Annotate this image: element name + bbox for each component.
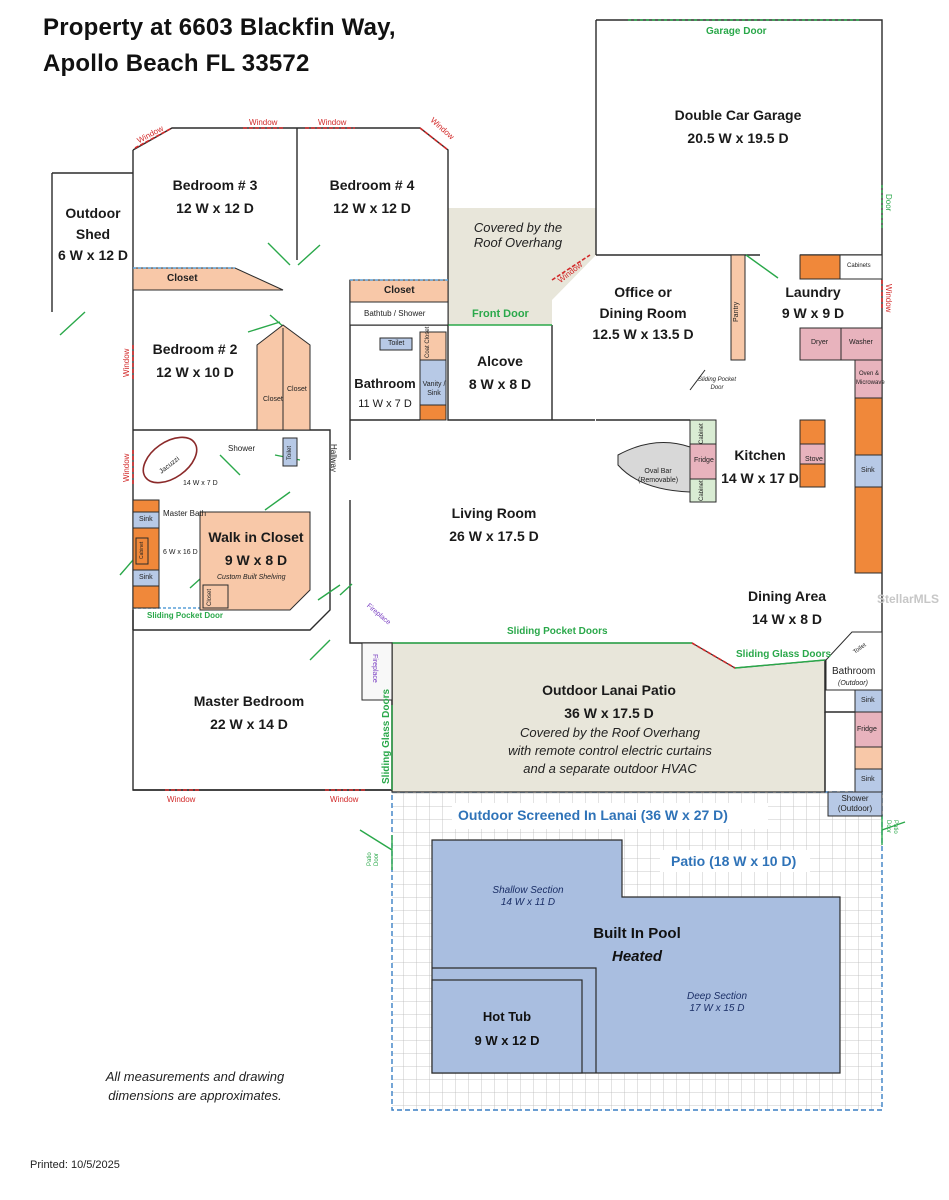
bathtub-label: Bathtub / Shower [364, 309, 426, 318]
hot-tub-shape [431, 979, 583, 1074]
cabinet-label: Cabinet [699, 423, 705, 444]
washer-label: Washer [849, 339, 873, 346]
sink-label: Sink [861, 467, 875, 474]
outdoor-label: (Outdoor) [838, 680, 868, 687]
sink-label: Sink [139, 574, 153, 581]
oven-microwave-label: Oven & Microwave [856, 371, 885, 386]
property-title-line2: Apollo Beach FL 33572 [43, 50, 310, 77]
outdoor-shed-label: Outdoor Shed 6 W x 12 D [57, 205, 129, 263]
master-bath-dim2-label: 6 W x 16 D [163, 549, 198, 556]
fireplace-side-label: Fireplace [371, 654, 378, 683]
closet-bed2-right-label: Closet [287, 386, 307, 393]
window-label: Window [122, 453, 131, 482]
sliding-glass-doors-label: Sliding Glass Doors [736, 649, 832, 660]
property-title-line1: Property at 6603 Blackfin Way, [43, 14, 396, 41]
custom-shelving-label: Custom Built Shelving [217, 574, 286, 581]
small-closet-label: Closet [207, 588, 213, 606]
pantry-label: Pantry [733, 301, 740, 322]
window-label: Window [330, 795, 359, 804]
dryer-label: Dryer [811, 339, 829, 346]
hallway-label: Hallway [329, 444, 338, 473]
sink-outdoor-label: Sink [861, 697, 875, 704]
stellarmls-watermark: StellarMLS [877, 592, 940, 606]
fridge-outdoor-label: Fridge [857, 726, 877, 733]
window-label: Window [167, 795, 196, 804]
patio-label: Patio (18 W x 10 D) [671, 853, 797, 869]
covered-overhang-area [448, 208, 596, 325]
fridge-label: Fridge [694, 457, 714, 464]
cabinet-label: Cabinet [699, 480, 705, 501]
printed-date: Printed: 10/5/2025 [30, 1159, 120, 1171]
front-door-label: Front Door [472, 308, 529, 320]
stove-label: Stove [805, 456, 823, 463]
shower-label: Shower [228, 444, 256, 453]
bathroom-outdoor-label: Bathroom [832, 666, 876, 677]
door-label: Door [884, 194, 893, 212]
sink-label: Sink [139, 516, 153, 523]
screened-lanai-label: Outdoor Screened In Lanai (36 W x 27 D) [458, 807, 728, 823]
toilet-mb-label: Toilet [287, 445, 293, 460]
patio-door-right-label: Patio Door [885, 820, 898, 834]
garage-door-label: Garage Door [706, 26, 767, 37]
sliding-pocket-door-kitchen-label: Sliding Pocket Door [697, 377, 737, 391]
window-label: Window [318, 118, 347, 127]
master-bath-dim-label: 14 W x 7 D [183, 480, 218, 487]
oval-bar-label: Oval Bar(Removable) [638, 468, 679, 484]
sliding-pocket-door-label: Sliding Pocket Door [147, 611, 224, 620]
closet-label: Closet [384, 285, 415, 296]
coat-closet-label: Coat Closet [425, 326, 431, 358]
window-label: Window [249, 118, 278, 127]
master-bath-label: Master Bath [163, 509, 207, 518]
window-label: Window [884, 284, 893, 313]
sliding-pocket-doors-label: Sliding Pocket Doors [507, 626, 608, 637]
closet-label: Closet [167, 273, 198, 284]
cabinet-mb-label: Cabinet [139, 541, 145, 559]
patio-door-label: Patio Door [367, 852, 380, 866]
window-label: Window [122, 348, 131, 377]
cabinets-label: Cabinets [847, 263, 871, 269]
vanity-label: Vanity / Sink [422, 381, 446, 397]
shower-outdoor-label: Shower (Outdoor) [837, 794, 873, 813]
closet-bed2-left-label: Closet [263, 396, 283, 403]
sliding-glass-doors-side-label: Sliding Glass Doors [381, 688, 392, 784]
sink-outdoor2-label: Sink [861, 776, 875, 783]
toilet-label: Toilet [388, 340, 405, 347]
